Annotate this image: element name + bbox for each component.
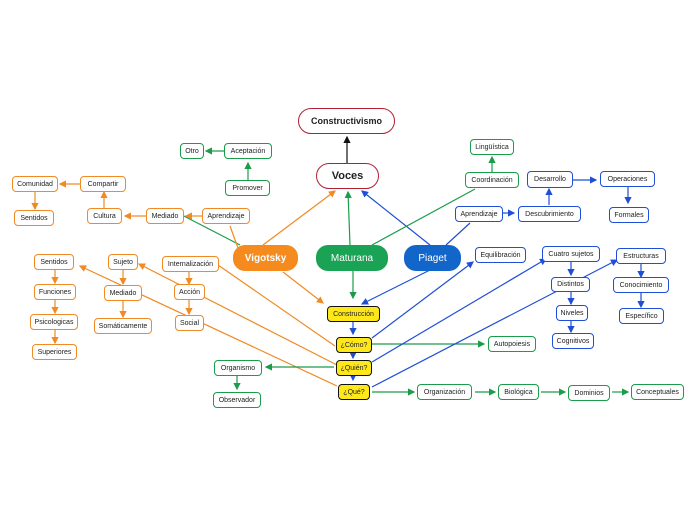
node-niveles[interactable]: Niveles — [556, 305, 588, 321]
node-sujeto[interactable]: Sujeto — [108, 254, 138, 270]
node-compartir[interactable]: Compartir — [80, 176, 126, 192]
node-formales[interactable]: Formales — [609, 207, 649, 223]
node-superiores[interactable]: Superiores — [32, 344, 77, 360]
node-coordinacion[interactable]: Coordinación — [465, 172, 519, 188]
node-que[interactable]: ¿Qué? — [338, 384, 370, 400]
node-aprendizaje-vigotsky[interactable]: Aprendizaje — [202, 208, 250, 224]
voces-node[interactable]: Voces — [316, 163, 379, 189]
node-estructuras[interactable]: Estructuras — [616, 248, 666, 264]
node-quien[interactable]: ¿Quién? — [336, 360, 372, 376]
node-operaciones[interactable]: Operaciones — [600, 171, 655, 187]
node-aceptacion[interactable]: Aceptación — [224, 143, 272, 159]
node-conocimiento[interactable]: Conocimiento — [613, 277, 669, 293]
root-node-constructivismo[interactable]: Constructivismo — [298, 108, 395, 134]
node-internalizacion[interactable]: Internalización — [162, 256, 219, 272]
node-comunidad[interactable]: Comunidad — [12, 176, 58, 192]
node-cuatro-sujetos[interactable]: Cuatro sujetos — [542, 246, 600, 262]
node-linguistica[interactable]: Lingüística — [470, 139, 514, 155]
node-como[interactable]: ¿Cómo? — [336, 337, 372, 353]
node-aprendizaje-piaget[interactable]: Aprendizaje — [455, 206, 503, 222]
node-organismo[interactable]: Organismo — [214, 360, 262, 376]
node-autopoiesis[interactable]: Autopoiesis — [488, 336, 536, 352]
node-construccion[interactable]: Construcción — [327, 306, 380, 322]
node-organizacion[interactable]: Organización — [417, 384, 472, 400]
node-somaticamente[interactable]: Somáticamente — [94, 318, 152, 334]
author-vigotsky[interactable]: Vigotsky — [233, 245, 298, 271]
author-piaget[interactable]: Piaget — [404, 245, 461, 271]
node-sentidos-vigotsky[interactable]: Sentidos — [14, 210, 54, 226]
node-conceptuales[interactable]: Conceptuales — [631, 384, 684, 400]
node-equilibracion[interactable]: Equilibración — [475, 247, 526, 263]
node-cultura[interactable]: Cultura — [87, 208, 122, 224]
node-especifico[interactable]: Específico — [619, 308, 664, 324]
node-desarrollo[interactable]: Desarrollo — [527, 171, 573, 188]
node-biologica[interactable]: Biológica — [498, 384, 539, 400]
node-cognitivos[interactable]: Cognitivos — [552, 333, 594, 349]
node-otro[interactable]: Otro — [180, 143, 204, 159]
node-mediado-left[interactable]: Mediado — [104, 285, 142, 301]
node-mediado-vigotsky[interactable]: Mediado — [146, 208, 184, 224]
node-psicologicas[interactable]: Psicologicas — [30, 314, 78, 330]
node-sentidos-left[interactable]: Sentidos — [34, 254, 74, 270]
node-dominios[interactable]: Dominios — [568, 385, 610, 401]
node-accion[interactable]: Acción — [174, 284, 205, 300]
author-maturana[interactable]: Maturana — [316, 245, 388, 271]
node-promover[interactable]: Promover — [225, 180, 270, 196]
node-social[interactable]: Social — [175, 315, 204, 331]
node-funciones[interactable]: Funciones — [34, 284, 76, 300]
node-descubrimiento[interactable]: Descubrimiento — [518, 206, 581, 222]
node-observador[interactable]: Observador — [213, 392, 261, 408]
node-distintos[interactable]: Distintos — [551, 277, 590, 292]
